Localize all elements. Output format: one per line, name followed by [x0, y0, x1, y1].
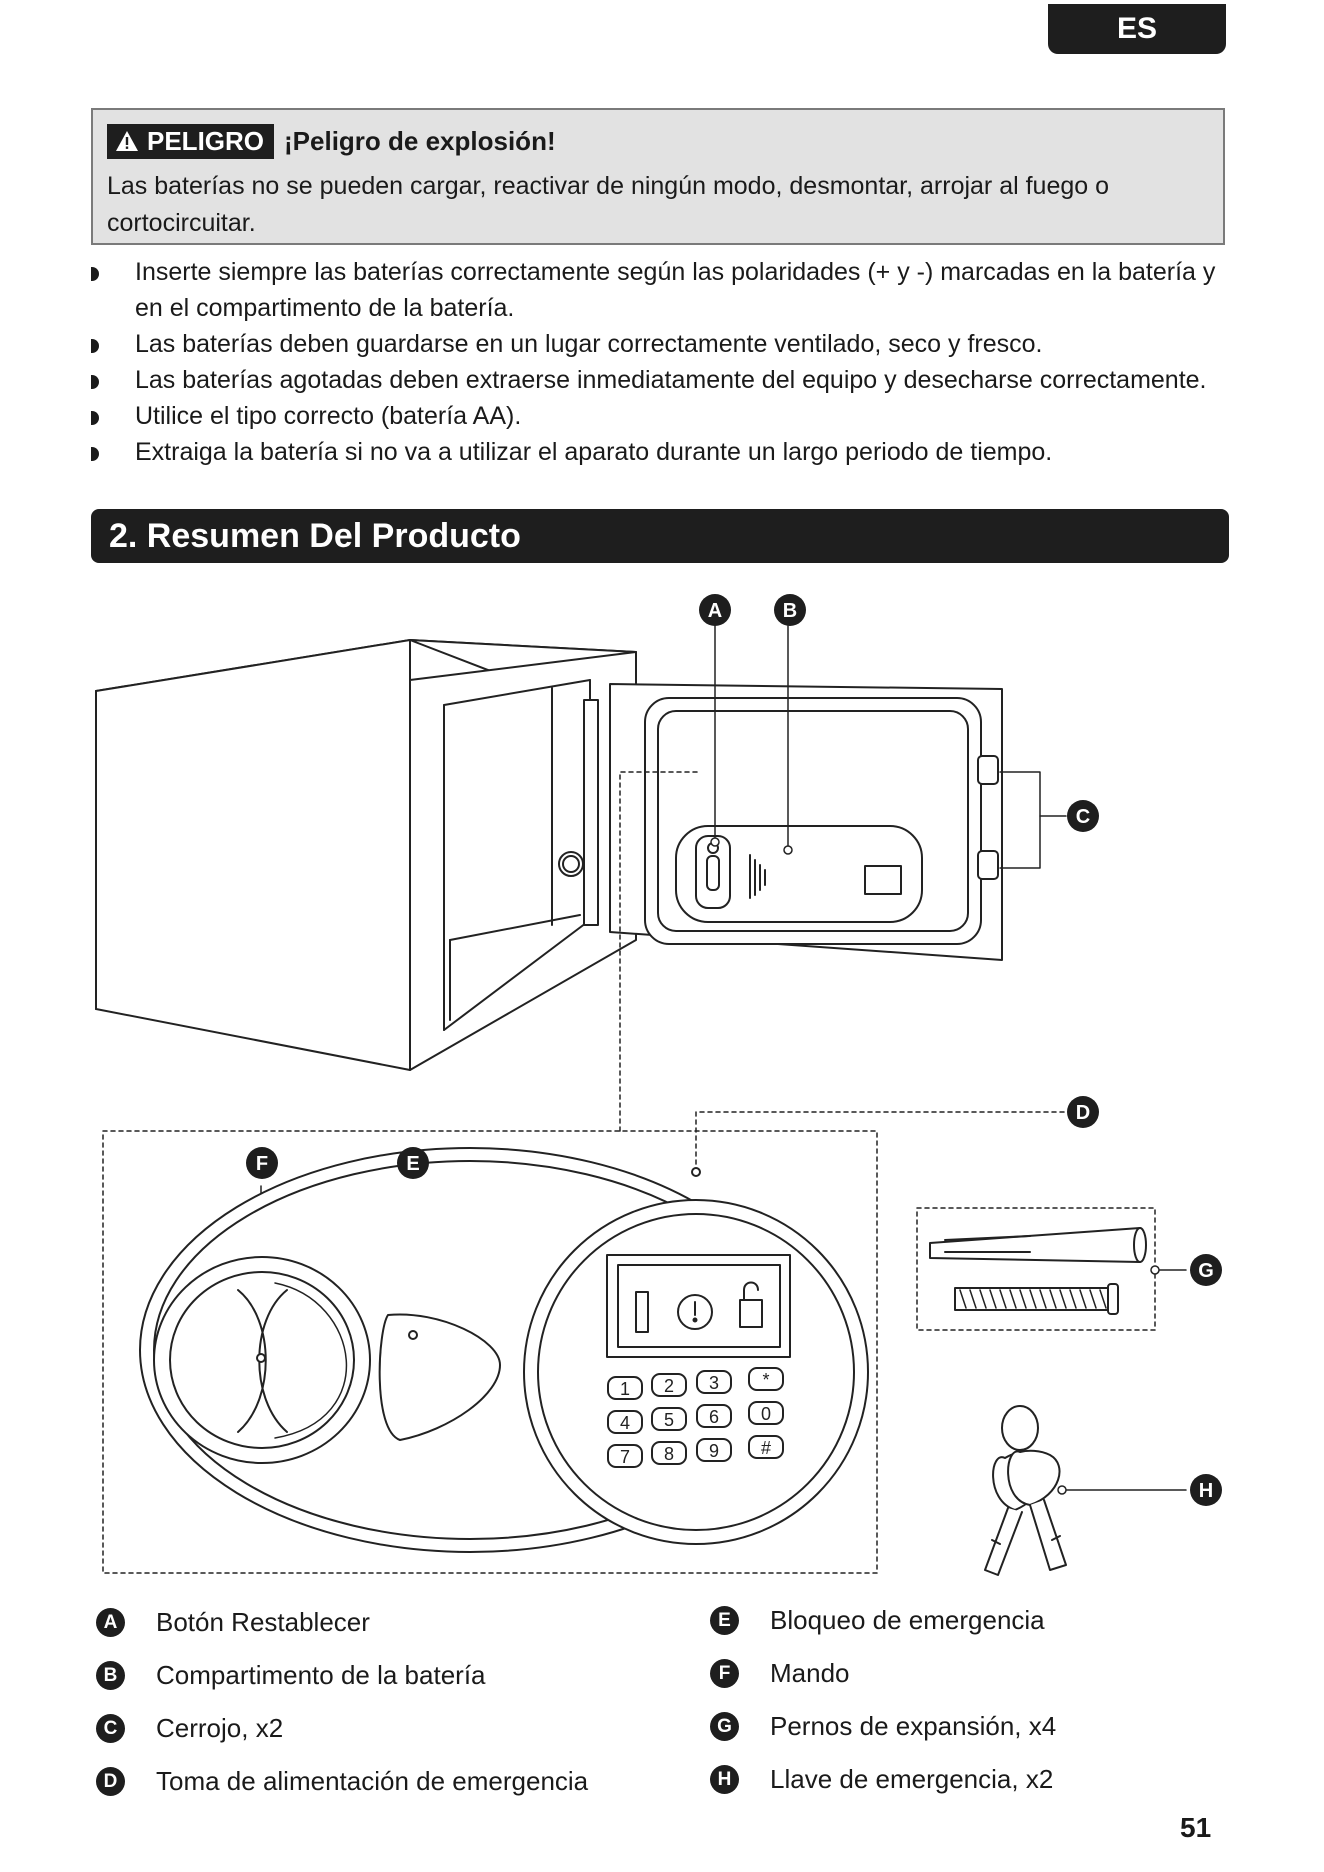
svg-text:H: H — [1199, 1480, 1213, 1502]
keypad-key: # — [748, 1435, 784, 1459]
svg-text:G: G — [1198, 1260, 1214, 1282]
legend-item: D Toma de alimentación de emergencia — [96, 1766, 588, 1797]
list-item: Inserte siempre las baterías correctamen… — [91, 254, 1231, 326]
legend-badge: H — [710, 1765, 739, 1794]
keypad-key-label: 6 — [709, 1407, 719, 1427]
legend-item: E Bloqueo de emergencia — [710, 1605, 1045, 1636]
keypad-key: 0 — [748, 1401, 784, 1425]
legend-label: Pernos de expansión, x4 — [770, 1711, 1057, 1741]
bullet-icon — [91, 447, 99, 461]
callout-badge-d: D — [1067, 1096, 1099, 1128]
danger-badge: PELIGRO — [107, 124, 275, 159]
warning-body: Las baterías no se pueden cargar, reacti… — [107, 172, 1110, 237]
svg-text:B: B — [783, 600, 797, 622]
keypad-key: 2 — [651, 1373, 687, 1397]
lock-panel-illustration — [139, 1147, 869, 1553]
bullet-icon — [91, 411, 99, 425]
keypad-key-label: 2 — [664, 1376, 674, 1396]
svg-text:E: E — [406, 1153, 419, 1175]
keypad-key: 8 — [651, 1441, 687, 1465]
svg-text:F: F — [256, 1153, 268, 1175]
keypad-key-label: 7 — [620, 1447, 630, 1467]
bullet-icon — [91, 267, 99, 281]
legend-label: Toma de alimentación de emergencia — [156, 1766, 589, 1796]
list-item: Las baterías deben guardarse en un lugar… — [91, 326, 1231, 362]
legend-badge: A — [96, 1608, 125, 1637]
battery-safety-list: Inserte siempre las baterías correctamen… — [91, 254, 1231, 470]
callout-badge-b: B — [774, 594, 806, 626]
callout-badge-c: C — [1067, 800, 1099, 832]
legend-badge: B — [96, 1661, 125, 1690]
callout-badge-f: F — [246, 1147, 278, 1179]
legend-label: Cerrojo, x2 — [156, 1713, 284, 1743]
keypad: 1 2 3 * 4 5 6 0 7 8 9 # — [607, 1367, 784, 1468]
svg-text:D: D — [1076, 1102, 1090, 1124]
legend-label: Mando — [770, 1658, 850, 1688]
keypad-key: 9 — [696, 1438, 732, 1462]
legend-badge: E — [710, 1606, 739, 1635]
list-item-text: Inserte siempre las baterías correctamen… — [135, 258, 1216, 322]
list-item: Utilice el tipo correcto (batería AA). — [91, 398, 1231, 434]
product-overview-diagram: 1 2 3 * 4 5 6 0 7 8 9 # A B C D E — [95, 594, 1222, 1576]
legend-label: Llave de emergencia, x2 — [770, 1764, 1054, 1794]
keypad-key: * — [748, 1367, 784, 1391]
callout-badge-h: H — [1190, 1474, 1222, 1506]
section-title: 2. Resumen Del Producto — [109, 516, 521, 555]
section-heading: 2. Resumen Del Producto — [91, 509, 1229, 563]
danger-badge-label: PELIGRO — [147, 126, 265, 156]
language-tab: ES — [1048, 4, 1226, 54]
legend-label: Compartimento de la batería — [156, 1660, 486, 1690]
legend-item: B Compartimento de la batería — [96, 1660, 486, 1691]
emergency-keys-illustration — [984, 1405, 1067, 1576]
keypad-key-label: 4 — [620, 1413, 630, 1433]
legend-badge: D — [96, 1767, 125, 1796]
keypad-key: 6 — [696, 1404, 732, 1428]
keypad-key-label: 0 — [761, 1404, 771, 1424]
warning-title: ¡Peligro de explosión! — [284, 126, 556, 156]
bullet-icon — [91, 339, 99, 353]
legend-item: G Pernos de expansión, x4 — [710, 1711, 1056, 1742]
keypad-key: 4 — [607, 1410, 643, 1434]
legend-badge: F — [710, 1659, 739, 1688]
svg-text:A: A — [708, 600, 722, 622]
keypad-key: 3 — [696, 1370, 732, 1394]
expansion-bolts-illustration — [929, 1227, 1147, 1315]
list-item-text: Utilice el tipo correcto (batería AA). — [135, 402, 522, 430]
list-item-text: Las baterías deben guardarse en un lugar… — [135, 330, 1043, 358]
bullet-icon — [91, 375, 99, 389]
keypad-key-label: 5 — [664, 1410, 674, 1430]
page-number: 51 — [1180, 1812, 1212, 1843]
legend-item: A Botón Restablecer — [96, 1607, 370, 1638]
callout-badge-g: G — [1190, 1254, 1222, 1286]
keypad-key: 5 — [651, 1407, 687, 1431]
legend-item: F Mando — [710, 1658, 850, 1689]
legend-label: Bloqueo de emergencia — [770, 1605, 1045, 1635]
svg-text:C: C — [1076, 806, 1090, 828]
safe-door-illustration — [609, 683, 1003, 961]
safe-body-illustration — [95, 639, 637, 1071]
keypad-key-label: 8 — [664, 1444, 674, 1464]
legend-badge: G — [710, 1712, 739, 1741]
callout-badges: A B C D E F G H — [246, 594, 1222, 1506]
list-item-text: Las baterías agotadas deben extraerse in… — [135, 366, 1207, 394]
keypad-key-label: # — [761, 1438, 771, 1458]
legend-badge: C — [96, 1714, 125, 1743]
keypad-key-label: * — [762, 1370, 769, 1390]
keypad-key-label: 9 — [709, 1441, 719, 1461]
keypad-key: 1 — [607, 1376, 643, 1400]
callout-badge-a: A — [699, 594, 731, 626]
legend-label: Botón Restablecer — [156, 1607, 370, 1637]
warning-triangle-icon — [116, 131, 138, 151]
keypad-key-label: 1 — [620, 1379, 630, 1399]
legend-item: C Cerrojo, x2 — [96, 1713, 283, 1744]
list-item-text: Extraiga la batería si no va a utilizar … — [135, 438, 1053, 466]
keypad-key: 7 — [607, 1444, 643, 1468]
callout-badge-e: E — [397, 1147, 429, 1179]
list-item: Las baterías agotadas deben extraerse in… — [91, 362, 1231, 398]
legend-item: H Llave de emergencia, x2 — [710, 1764, 1053, 1795]
list-item: Extraiga la batería si no va a utilizar … — [91, 434, 1231, 470]
danger-warning-box: PELIGRO ¡Peligro de explosión! Las bater… — [91, 108, 1225, 245]
warning-header: PELIGRO ¡Peligro de explosión! — [107, 124, 556, 159]
keypad-key-label: 3 — [709, 1373, 719, 1393]
